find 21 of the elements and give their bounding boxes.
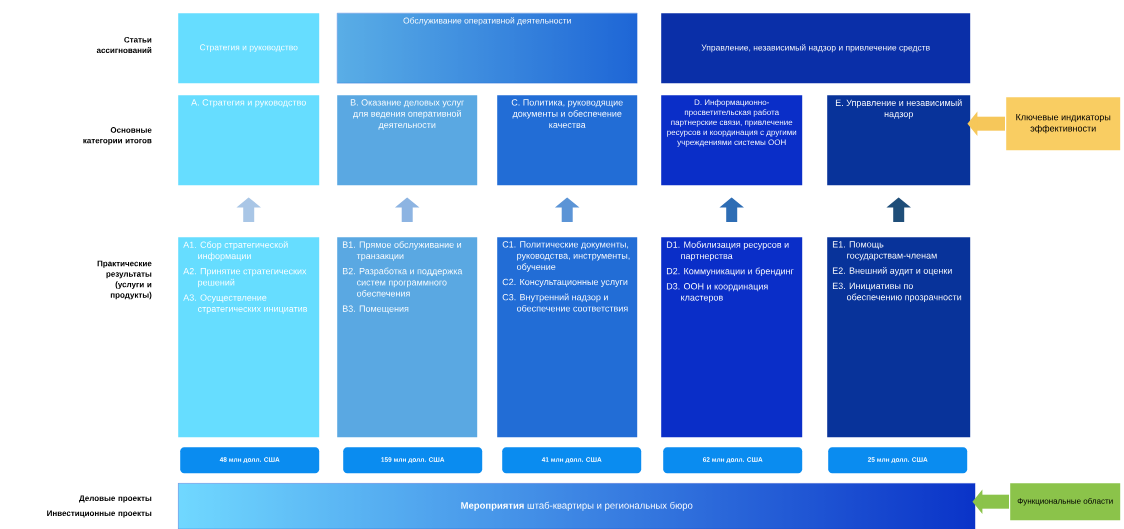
category-box: E. Управление и независимый надзор [827,95,971,186]
results-box: A1. Сбор стратегической информации A2. Принятие стратегических решений A3. Осуществление стратегических инициатив [178,237,320,438]
category-box: C. Политика, руководящие документы и обеспечение качества [497,95,638,186]
budget-box: Стратегия и руководство [178,13,320,84]
category-box: B. Оказание деловых услуг для ведения оперативной деятельности [337,95,478,186]
results-box: D1. Мобилизация ресурсов и партнерства D2. Коммуникации и брендинг D3. ООН и координация кластеров [661,237,803,438]
budget-box: Управление, независимый надзор и привлечение средств [661,13,971,84]
results-box: E1. Помощь государствам-членам E2. Внешний аудит и оценки E3. Инициативы по обеспечению прозрачности [827,237,971,438]
row-label: Инвестиционные проекты [47,510,152,518]
indicator-box: Ключевые индикаторы эффективности [1006,97,1121,151]
results-box: B1. Прямое обслуживание и транзакции B2. Разработка и поддержка систем программного обеспечения B3. Помещения [337,237,478,438]
category-box: A. Стратегия и руководство [178,95,320,186]
activities-bar: Мероприятия штаб-квартиры и региональных бюро [178,483,976,529]
results-box: C1. Политические документы, руководства, инструменты, обучение C2. Консультационные услуги C3. Внутренний надзор и обеспечение соответствия [497,237,638,438]
row-label: Основные категории итогов [83,127,152,145]
budget-box: Обслуживание оперативной деятельности [337,13,638,84]
row-label: Практические результаты (услуги и продукты) [97,260,152,300]
row-label: Деловые проекты [79,495,152,503]
category-box: D. Информационно-просветительская работа партнерские связи, привлечение ресурсов и координация с другими учреждениями системы ООН [661,95,803,186]
row-label: Статьи ассигнований [96,36,152,54]
functional-areas-box: Функциональные области [1010,483,1121,521]
